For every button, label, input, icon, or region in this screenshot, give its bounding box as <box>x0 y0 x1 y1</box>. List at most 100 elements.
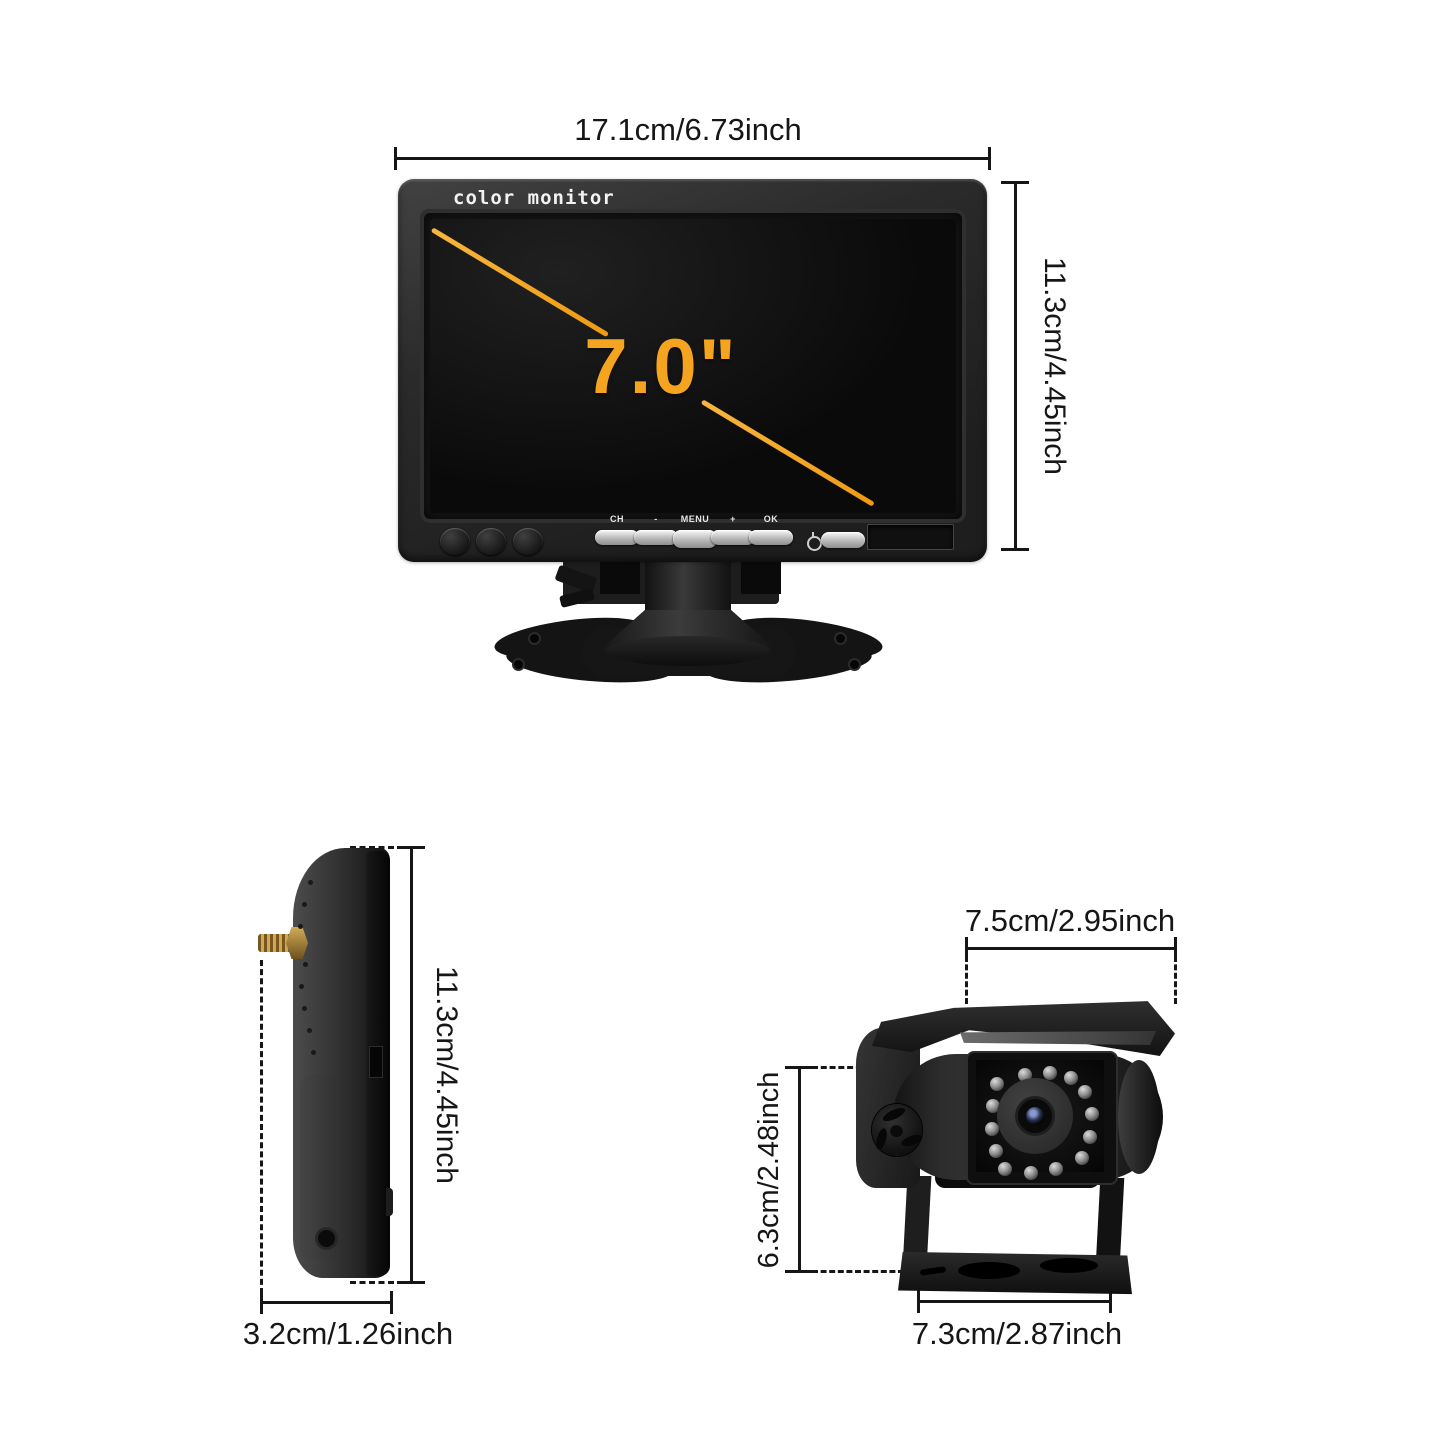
camera-barrel-cap <box>1118 1060 1160 1174</box>
front-width-dimension-line <box>395 157 990 160</box>
camera-width-dimension-line <box>966 947 1176 950</box>
ch-button-label: CH <box>610 514 624 524</box>
tick <box>260 1291 263 1314</box>
tick <box>394 147 397 170</box>
screw-hole <box>514 660 523 669</box>
power-icon <box>812 532 814 538</box>
ir-led <box>986 1099 1000 1113</box>
minus-button <box>634 530 678 545</box>
ok-button-label: OK <box>763 514 779 524</box>
side-depth-dimension-line <box>261 1301 392 1304</box>
screen-diagonal-line <box>700 399 875 507</box>
tick <box>917 1290 920 1313</box>
menu-button-label: MENU <box>680 514 710 524</box>
screw-hole <box>850 660 859 669</box>
front-height-label: 11.3cm/4.45inch <box>1038 257 1071 475</box>
front-width-label: 17.1cm/6.73inch <box>574 112 802 147</box>
side-height-label: 11.3cm/4.45inch <box>430 966 463 1184</box>
vent-dot <box>307 1028 312 1033</box>
vent-dot <box>298 924 303 929</box>
ir-led <box>1064 1071 1078 1085</box>
plus-button-label: + <box>730 514 736 524</box>
sun-shield-lip <box>960 1031 1156 1045</box>
ir-led <box>990 1077 1004 1091</box>
extension-dashed-line <box>350 1281 394 1284</box>
camera-sun-shield <box>872 1001 1175 1056</box>
round-button <box>476 528 506 555</box>
ir-led <box>989 1144 1003 1158</box>
stand-post <box>645 556 731 612</box>
tick <box>390 1291 393 1314</box>
knob-screw <box>890 1124 903 1137</box>
tick <box>785 1270 813 1273</box>
extension-dashed-line <box>1174 956 1177 1004</box>
ir-led <box>998 1162 1012 1176</box>
side-tab <box>386 1188 393 1216</box>
ir-led <box>1085 1107 1099 1121</box>
tick <box>965 937 968 960</box>
screen-bezel: 7.0" <box>420 209 966 523</box>
side-depth-label: 3.2cm/1.26inch <box>242 1316 454 1351</box>
ir-led <box>1049 1162 1063 1176</box>
ir-led <box>1078 1085 1092 1099</box>
bracket-slot-hole <box>1040 1258 1098 1273</box>
ch-button <box>595 530 639 545</box>
bracket-slot-hole <box>958 1262 1020 1279</box>
vent-dot <box>299 984 304 989</box>
power-button <box>821 532 865 548</box>
tick <box>397 846 425 849</box>
tick <box>1001 548 1029 551</box>
ir-led <box>1075 1151 1089 1165</box>
tick <box>1174 937 1177 960</box>
extension-dashed-line <box>965 956 968 1004</box>
tick <box>988 147 991 170</box>
camera-height-label: 6.3cm/2.48inch <box>753 1071 785 1269</box>
vent-dot <box>311 1050 316 1055</box>
mount-stud-thread <box>258 934 294 952</box>
screw-hole <box>836 634 845 643</box>
vent-dot <box>308 880 313 885</box>
extension-dashed-line <box>812 1270 904 1273</box>
power-icon <box>807 536 822 551</box>
vent-dot <box>303 962 308 967</box>
front-height-dimension-line <box>1014 183 1017 551</box>
bracket-leg <box>1095 1178 1125 1266</box>
tick <box>785 1066 813 1069</box>
screw-hole <box>530 634 539 643</box>
brand-label: color monitor <box>453 187 615 209</box>
side-height-dimension-line <box>410 848 413 1284</box>
extension-dashed-line <box>260 960 263 1294</box>
ir-led <box>1083 1130 1097 1144</box>
side-slot <box>369 1046 383 1078</box>
screen-size-label: 7.0" <box>584 322 738 410</box>
cable-hole <box>318 1230 335 1247</box>
camera-lens <box>1026 1107 1044 1125</box>
stand-base-rim <box>606 636 770 666</box>
minus-button-label: - <box>654 514 658 524</box>
plus-button <box>711 530 755 545</box>
stand-bracket-notch <box>741 561 781 594</box>
round-button <box>440 528 470 555</box>
ir-led <box>1024 1166 1038 1180</box>
tick <box>397 1281 425 1284</box>
vent-dot <box>302 902 307 907</box>
monitor-front-view: color monitor 7.0" CH - MENU + OK <box>398 179 987 562</box>
tick <box>1001 181 1029 184</box>
vent-dot <box>302 1006 307 1011</box>
ir-led <box>985 1122 999 1136</box>
stand-bracket-notch <box>600 561 640 594</box>
camera-base-dimension-line <box>918 1300 1112 1303</box>
screen: 7.0" <box>430 219 956 513</box>
extension-dashed-line <box>350 846 394 849</box>
ir-led <box>1043 1066 1057 1080</box>
ok-button <box>749 530 793 545</box>
tick <box>1109 1290 1112 1313</box>
mount-stud-nut <box>286 927 308 959</box>
camera-height-dimension-line <box>798 1068 801 1273</box>
round-button <box>513 528 543 555</box>
menu-button <box>673 530 717 548</box>
camera-base-width-label: 7.3cm/2.87inch <box>911 1316 1123 1351</box>
ir-receiver-window <box>867 524 954 550</box>
camera-width-label: 7.5cm/2.95inch <box>964 903 1176 938</box>
